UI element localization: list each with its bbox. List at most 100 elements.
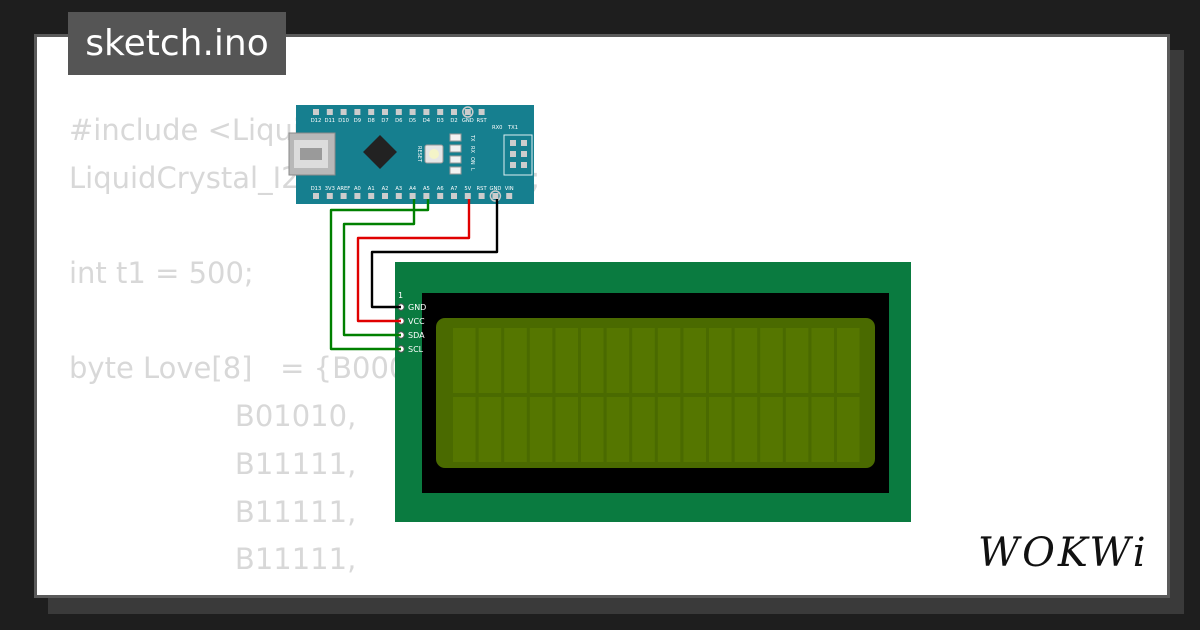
nano-pin-aref[interactable] (340, 193, 347, 199)
nano-pin-d3[interactable] (437, 109, 444, 115)
nano-pin-label: D8 (368, 118, 375, 124)
nano-pin-d4[interactable] (423, 109, 430, 115)
code-line: B01010, (69, 399, 357, 434)
nano-pin-vin[interactable] (506, 193, 513, 199)
lcd-char-cell (734, 397, 758, 462)
lcd-char-cell (785, 397, 809, 462)
nano-pin-label: GND (489, 186, 501, 192)
nano-pin-gnd[interactable] (492, 193, 499, 199)
nano-pin-label: VIN (505, 186, 514, 192)
nano-serial-label: TX1 (507, 125, 518, 131)
nano-pin-d13[interactable] (313, 193, 319, 199)
lcd-char-cell (504, 328, 527, 393)
icsp-pin (521, 162, 527, 168)
lcd-char-cell (709, 328, 732, 393)
lcd-char-cell (683, 328, 706, 393)
nano-pin-a5[interactable] (423, 193, 430, 199)
nano-pin-label: A4 (409, 186, 417, 192)
lcd-pin-label: SDA (408, 331, 425, 340)
code-line: B11111, (69, 542, 357, 577)
lcd-pin-label: GND (408, 303, 426, 312)
nano-pin-a0[interactable] (354, 193, 361, 199)
icsp-pin (521, 140, 527, 146)
nano-pin-a4[interactable] (409, 193, 416, 199)
lcd-char-cell (734, 328, 758, 393)
wire-5v-to-vcc[interactable] (356, 199, 471, 323)
nano-pin-d9[interactable] (354, 109, 361, 115)
nano-pin-d12[interactable] (313, 109, 319, 115)
sketch-filename: sketch.ino (85, 23, 269, 64)
lcd-char-cell (811, 397, 834, 462)
status-led-l (449, 166, 462, 175)
lcd-char-cell (555, 397, 578, 462)
usb-port-inner-icon (300, 148, 322, 160)
lcd-char-cell (657, 328, 681, 393)
nano-serial-labels: RX0 TX1 (492, 125, 518, 131)
sketch-filename-tag: sketch.ino (68, 12, 286, 75)
nano-pin-label: GND (462, 118, 474, 124)
nano-pin-rst[interactable] (478, 193, 485, 199)
nano-pin-rst[interactable] (478, 109, 485, 115)
status-led-label: L (469, 168, 475, 171)
lcd-char-cell (555, 328, 578, 393)
nano-pin-d10[interactable] (340, 109, 347, 115)
reset-label: RESET (416, 146, 422, 163)
nano-pin-3v3[interactable] (326, 193, 333, 199)
lcd-char-cell (581, 328, 604, 393)
nano-pin-label: A2 (382, 186, 389, 192)
nano-pin-label: A5 (423, 186, 430, 192)
code-line-text: LiquidCrystal_I2 (69, 160, 300, 195)
icsp-pin (521, 151, 527, 157)
nano-pin-a1[interactable] (368, 193, 375, 199)
nano-pin-label: D11 (324, 118, 335, 124)
lcd-char-cell (837, 397, 860, 462)
status-led-label: RX (469, 146, 475, 153)
lcd-char-cell (453, 397, 476, 462)
nano-pin-d11[interactable] (326, 109, 333, 115)
nano-pin-label: D2 (450, 118, 457, 124)
status-led-label: TX (469, 134, 475, 142)
icsp-pin (510, 162, 516, 168)
wire-a4-to-sda[interactable] (342, 199, 416, 337)
nano-pin-d8[interactable] (368, 109, 375, 115)
lcd-character-grid (453, 328, 860, 462)
nano-pin-label: D10 (338, 118, 349, 124)
nano-pin-label: A7 (451, 186, 458, 192)
code-line: B01110, (69, 584, 407, 595)
lcd-char-cell (504, 397, 527, 462)
lcd-char-cell (453, 328, 476, 393)
wokwi-logo: WOKWi (978, 530, 1149, 576)
nano-pin-label: A6 (437, 186, 444, 192)
nano-pin-a6[interactable] (437, 193, 444, 199)
nano-pin-label: D3 (437, 118, 444, 124)
code-line: B11111, (69, 494, 357, 529)
nano-pin-a3[interactable] (395, 193, 402, 199)
nano-pin-d2[interactable] (451, 109, 457, 115)
lcd-char-cell (683, 397, 706, 462)
lcd-char-cell (657, 397, 681, 462)
nano-pin-d6[interactable] (395, 109, 402, 115)
nano-pin-d5[interactable] (409, 109, 416, 115)
wire-gnd-to-gnd[interactable] (370, 199, 499, 309)
nano-pin-label: D5 (409, 118, 416, 124)
lcd-pin-label: VCC (408, 317, 425, 326)
lcd-char-cell (529, 397, 553, 462)
nano-pin-gnd[interactable] (464, 109, 471, 115)
nano-pin-a7[interactable] (451, 193, 457, 199)
lcd-char-cell (606, 397, 630, 462)
icsp-pins (510, 140, 527, 168)
nano-pin-label: A3 (395, 186, 402, 192)
nano-pin-a2[interactable] (382, 193, 388, 199)
nano-pin-d7[interactable] (382, 109, 388, 115)
status-led-rx (449, 144, 462, 153)
wire-a5-to-scl[interactable] (329, 199, 430, 351)
nano-pin-5v[interactable] (464, 193, 471, 199)
lcd-char-cell (760, 397, 783, 462)
nano-pin-label: 5V (464, 186, 471, 192)
status-led-on (449, 155, 462, 164)
nano-pin-label: RST (477, 186, 488, 192)
nano-serial-label: RX0 (492, 125, 502, 131)
